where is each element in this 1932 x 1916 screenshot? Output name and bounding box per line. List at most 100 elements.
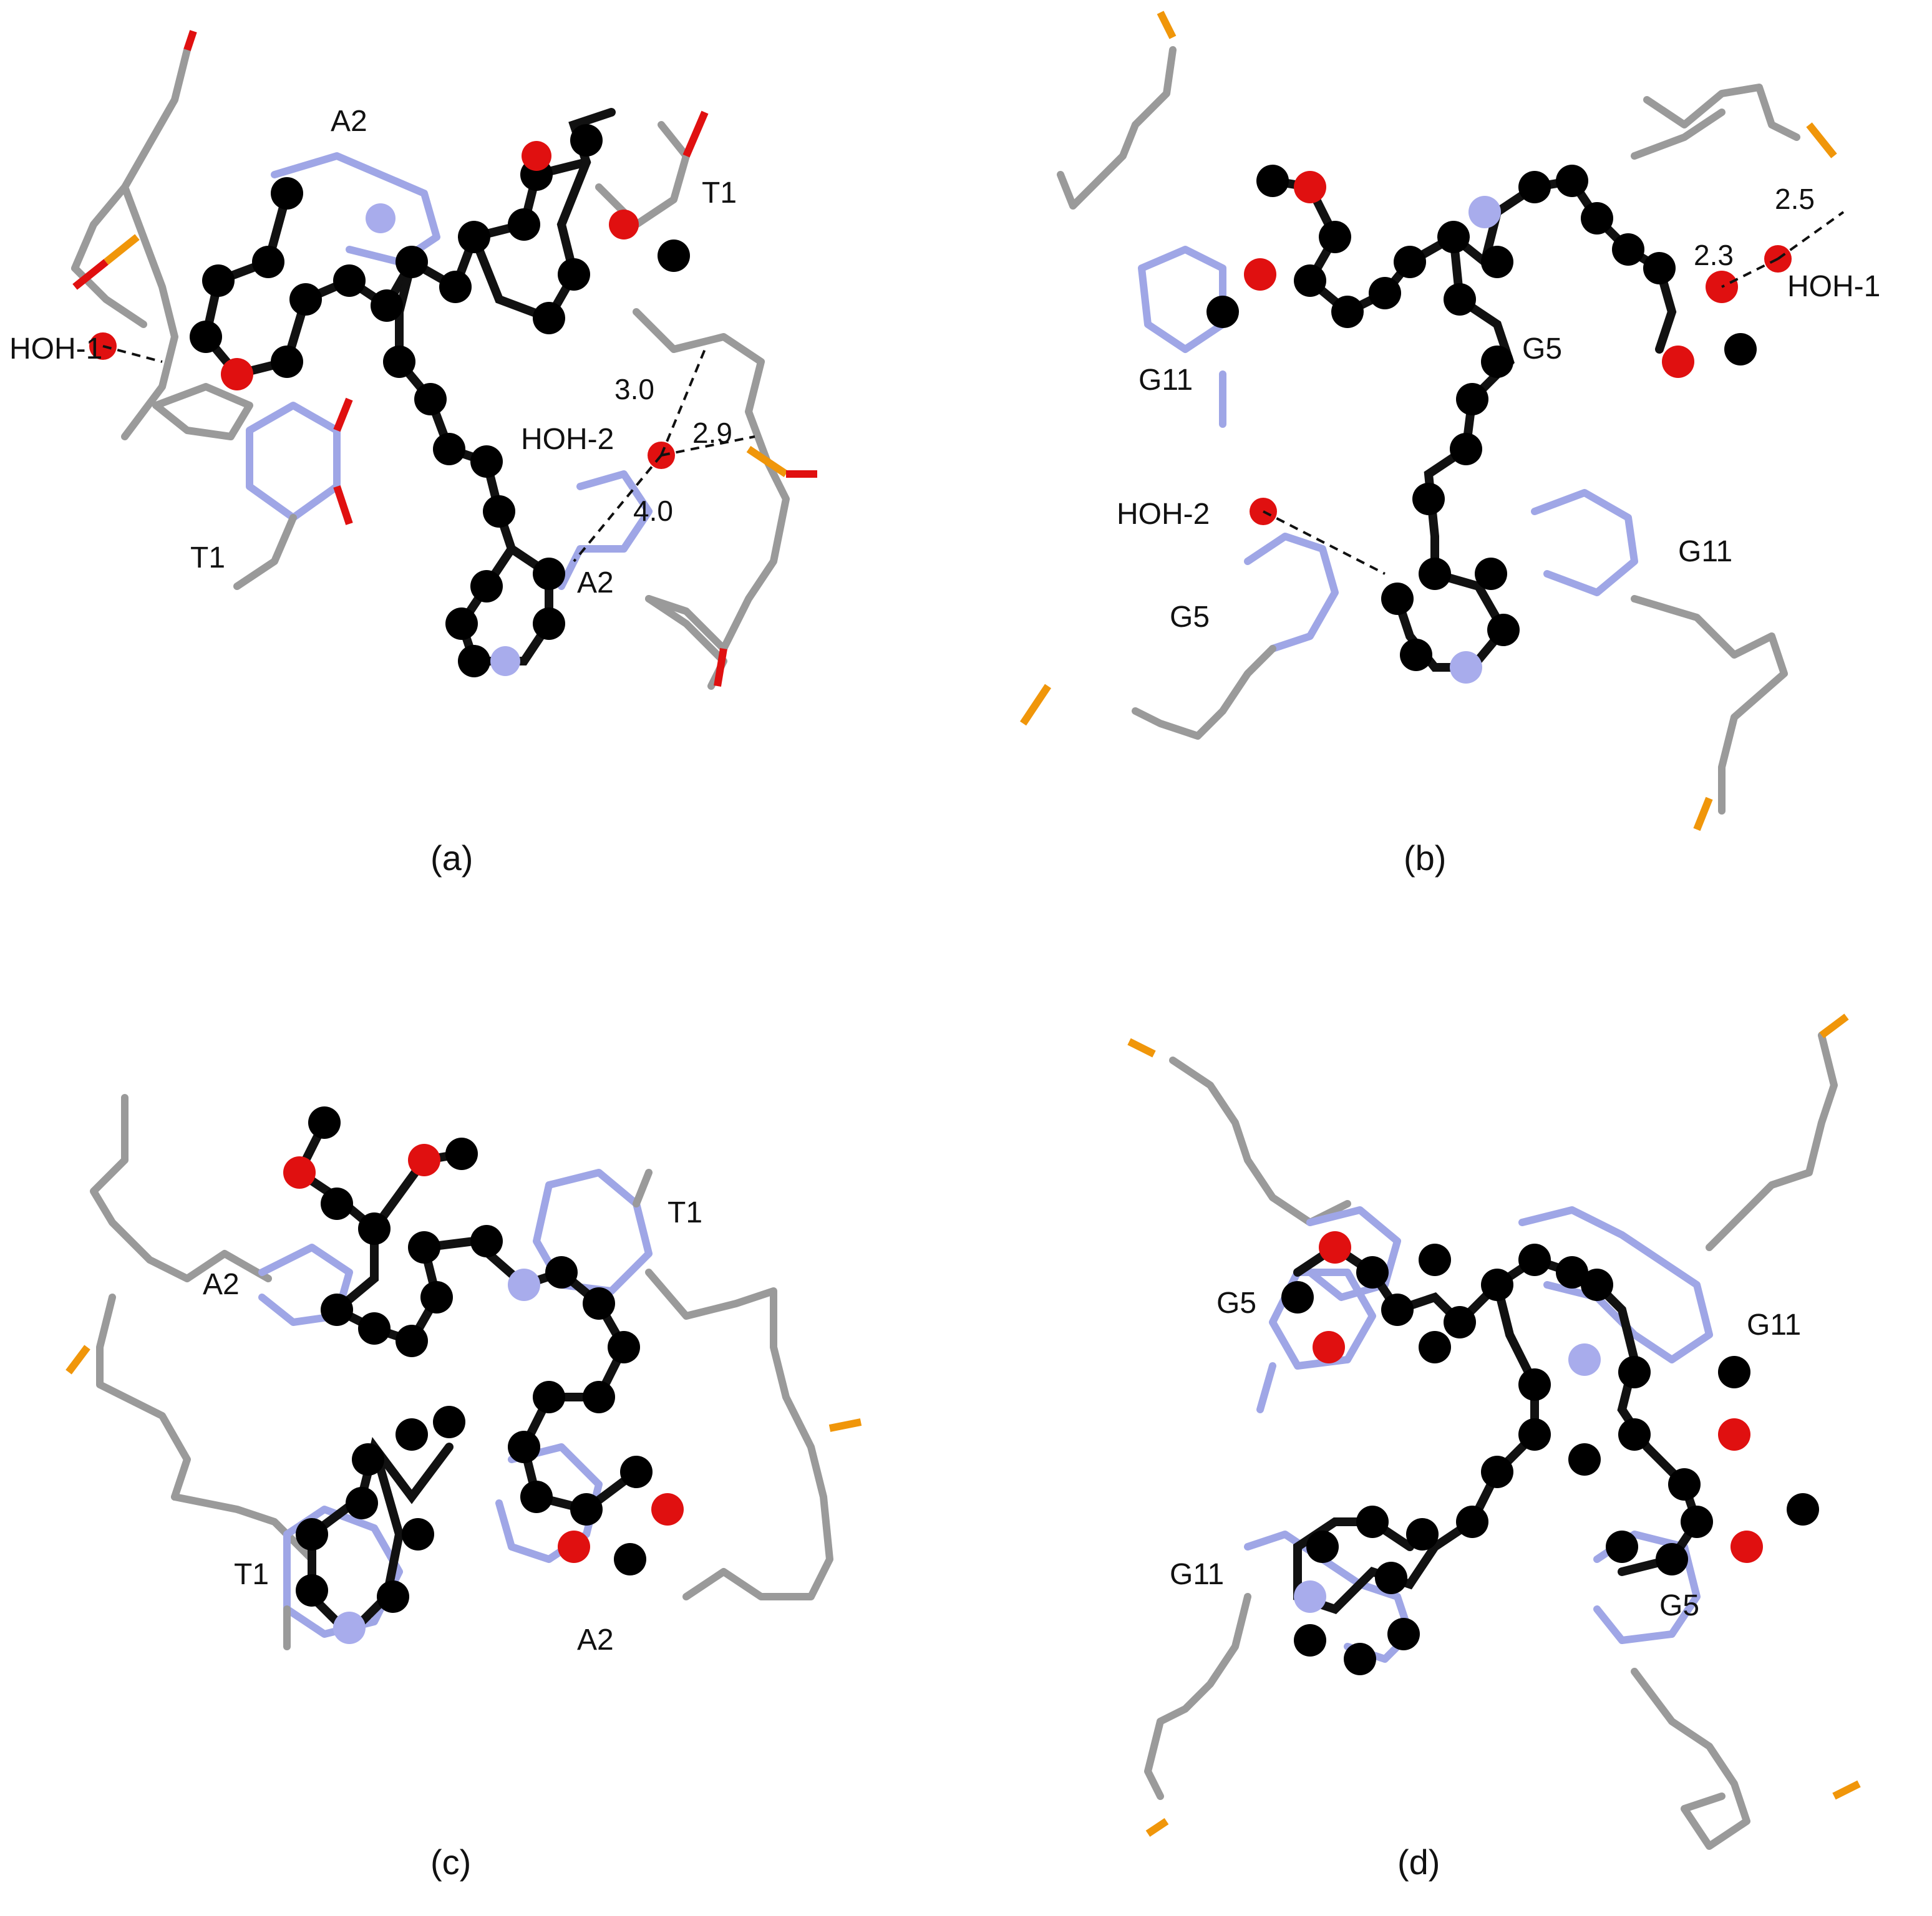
ligand-carbon-atom	[1481, 1269, 1513, 1301]
ligand-nitrogen-atom	[1294, 1580, 1326, 1613]
ligand-carbon-atom	[1412, 483, 1445, 515]
sugar-phosphate-chain	[90, 1094, 272, 1282]
oxygen-stub	[183, 30, 197, 51]
ligand-carbon-atom	[1444, 283, 1476, 316]
ligand-oxygen-atom	[221, 358, 253, 390]
thymine-methyl	[633, 1169, 653, 1207]
ligand-carbon-atom	[570, 124, 603, 157]
ligand-ball-and-stick	[1206, 165, 1757, 684]
ligand-carbon-atom	[333, 264, 366, 297]
distance-label: 2.5	[1775, 183, 1815, 215]
ligand-carbon-atom	[1481, 1456, 1513, 1488]
ligand-carbon-atom	[545, 1256, 578, 1289]
phosphate-bond	[1832, 1780, 1861, 1800]
phosphate-bond	[1020, 684, 1051, 726]
backbone-top-right	[1643, 84, 1800, 141]
adenine-base-lower	[558, 470, 653, 590]
guanine-base-top	[1306, 1206, 1401, 1301]
ligand-carbon-atom	[321, 1294, 353, 1326]
ligand-carbon-atom	[321, 1188, 353, 1220]
ligand-nitrogen-atom	[508, 1269, 540, 1301]
ligand-carbon-atom	[1681, 1506, 1713, 1538]
adenine-base	[258, 1244, 353, 1326]
backbone-bottom-right	[1631, 595, 1788, 815]
hbond-dashed	[573, 454, 663, 563]
residue-label: G11	[1678, 535, 1732, 568]
ligand-oxygen-atom	[1731, 1531, 1763, 1563]
ligand-bond	[1293, 1280, 1539, 1615]
residue-label: G5	[1216, 1287, 1256, 1320]
ligand-carbon-atom	[408, 1231, 440, 1264]
phosphate-bond	[746, 446, 789, 477]
ligand-carbon-atom	[508, 1431, 540, 1463]
residue-label: G5	[1659, 1589, 1699, 1622]
ligand-carbon-atom	[1487, 614, 1520, 646]
ligand-carbon-atom	[1606, 1531, 1638, 1563]
ligand-carbon-atom	[439, 271, 472, 303]
ligand-carbon-atom	[371, 289, 403, 322]
phosphate-groups	[66, 1345, 862, 1432]
phosphate-bond	[104, 234, 140, 265]
phosphate-groups	[1020, 11, 1837, 831]
ligand-carbon-atom	[1256, 165, 1289, 197]
backbone-bottom-left	[1132, 645, 1276, 740]
phosphate-bond	[1127, 1038, 1156, 1058]
guanine-base-right	[1518, 1206, 1713, 1363]
oxygen-stick-ends	[183, 30, 727, 687]
ligand-carbon-atom	[402, 1518, 434, 1551]
ligand-carbon-atom	[1406, 1518, 1439, 1551]
ligand-carbon-atom	[352, 1443, 384, 1476]
panel-caption: (a)	[430, 838, 473, 878]
ligand-ball-and-stick	[190, 108, 690, 677]
ligand-carbon-atom	[383, 346, 415, 378]
ligand-carbon-atom	[1387, 1618, 1420, 1650]
ligand-carbon-atom	[483, 495, 515, 528]
guanine-base-lower	[1244, 533, 1339, 652]
dna-backbone-sticks	[90, 1094, 833, 1650]
residue-label: T1	[667, 1196, 702, 1229]
sugar-phosphate-chain	[121, 46, 191, 440]
oxygen-stub	[333, 485, 353, 525]
ligand-oxygen-atom	[408, 1144, 440, 1176]
ligand-carbon-atom	[433, 433, 465, 465]
hbond-dashed	[1777, 211, 1845, 260]
ligand-oxygen-atom	[522, 141, 551, 171]
hbond-dashed	[102, 345, 163, 363]
ligand-carbon-atom	[396, 246, 428, 278]
thymine-ring	[246, 402, 341, 521]
ligand-carbon-atom	[1319, 221, 1351, 253]
ligand-ball-and-stick	[283, 1106, 684, 1644]
ligand-carbon-atom	[1356, 1256, 1389, 1289]
backbone-right	[633, 308, 790, 652]
ligand-carbon-atom	[271, 177, 303, 210]
ligand-carbon-atom	[1556, 165, 1588, 197]
ligand-carbon-atom	[358, 1212, 391, 1245]
ligand-carbon-atom	[614, 1543, 646, 1575]
thymine-methyl	[233, 514, 297, 590]
ligand-oxygen-atom	[1244, 258, 1276, 291]
ligand-carbon-atom	[1419, 1244, 1451, 1276]
ligand-carbon-atom	[1381, 1294, 1414, 1326]
ligand-carbon-atom	[608, 1331, 640, 1363]
ligand-carbon-atom	[1518, 1368, 1551, 1401]
ligand-carbon-atom	[1481, 346, 1513, 378]
ligand-carbon-atom	[1294, 1624, 1326, 1657]
ligand-oxygen-atom	[609, 210, 639, 240]
residue-label: G11	[1170, 1558, 1224, 1591]
ligand-carbon-atom	[1475, 558, 1507, 590]
guanine-base-lower-left	[1244, 1531, 1414, 1663]
backbone-bottom-left	[1144, 1593, 1251, 1800]
ligand-oxygen-atom	[1294, 171, 1326, 203]
ligand-oxygen-atom	[1662, 346, 1694, 378]
sugar-phosphate-chain	[96, 1294, 191, 1501]
residue-label: T1	[702, 177, 737, 210]
adenine-base-lower	[495, 1443, 603, 1563]
residue-label: G11	[1138, 364, 1193, 397]
panel-caption: (c)	[430, 1842, 471, 1882]
ligand-carbon-atom	[558, 258, 590, 291]
residue-label: G11	[1747, 1309, 1801, 1342]
ligand-carbon-atom	[1787, 1493, 1819, 1526]
ligand-carbon-atom	[658, 240, 690, 272]
panel-d: G5 G11 G11 G5 (d)	[1127, 1014, 1861, 1882]
